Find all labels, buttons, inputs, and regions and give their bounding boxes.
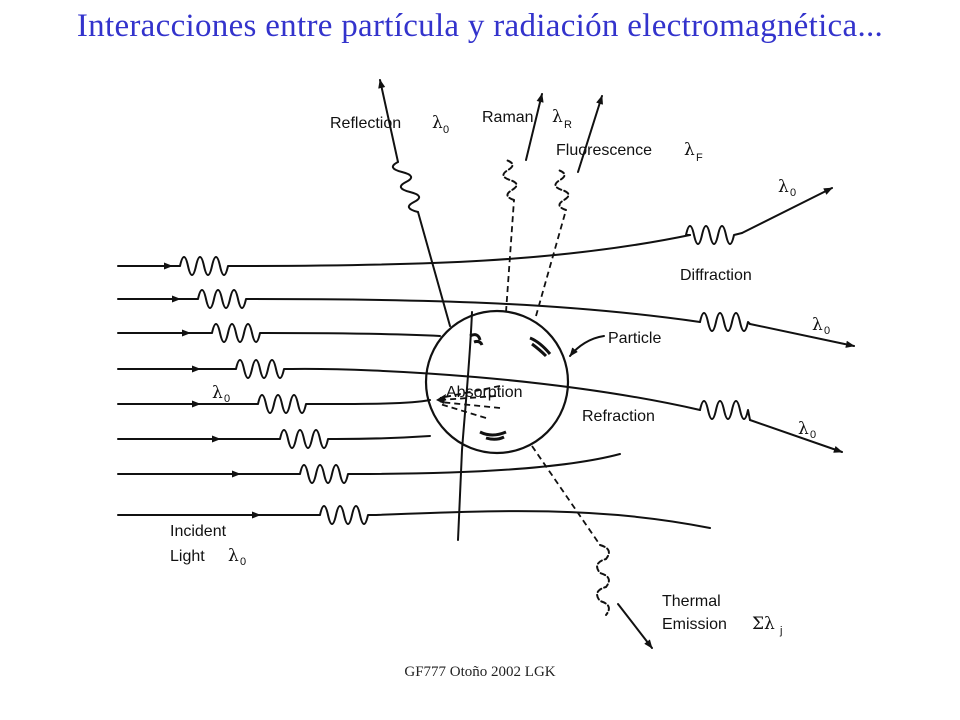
lambda-fluorescence-sub: F <box>696 152 703 164</box>
incident-rays <box>117 234 711 529</box>
lambda-incident: λ <box>228 546 239 566</box>
label-refraction: Refraction <box>582 408 655 425</box>
lambda-raman: λ <box>552 107 563 127</box>
slide-title: Interacciones entre partícula y radiació… <box>76 8 884 44</box>
label-raman: Raman <box>482 109 534 126</box>
fluorescence-ray <box>535 95 603 317</box>
raman-ray <box>502 93 544 313</box>
vertical-transmitted-ray <box>457 311 473 541</box>
label-diffraction: Diffraction <box>680 267 752 284</box>
lambda-diffraction-top: λ <box>778 177 789 197</box>
label-absorption: Absorption <box>446 384 523 401</box>
sum-lambda-thermal-sub: j <box>779 625 782 637</box>
sum-lambda-thermal: Σλ <box>752 614 775 634</box>
particle-shading <box>469 333 552 441</box>
lambda-incident-mid-sub: 0 <box>224 393 230 405</box>
lambda-refraction-sub: 0 <box>810 429 816 441</box>
lambda-fluorescence: λ <box>684 140 695 160</box>
label-incident: Incident <box>170 523 227 540</box>
label-fluorescence: Fluorescence <box>556 142 652 159</box>
lambda-diffraction-bottom: λ <box>812 315 823 335</box>
lambda-raman-sub: R <box>564 119 572 131</box>
lambda-reflection: λ <box>432 113 443 133</box>
label-thermal: Thermal <box>662 593 721 610</box>
lambda-diffraction-bottom-sub: 0 <box>824 325 830 337</box>
lambda-incident-sub: 0 <box>240 556 246 568</box>
slide-footer: GF777 Otoño 2002 LGK <box>404 664 556 680</box>
lambda-refraction: λ <box>798 419 809 439</box>
thermal-emission-ray <box>531 445 653 649</box>
absorption-arrows <box>436 385 501 419</box>
lambda-diffraction-top-sub: 0 <box>790 187 796 199</box>
lambda-incident-mid: λ <box>212 383 223 403</box>
particle-sphere <box>424 309 570 455</box>
particle-pointer <box>569 335 605 357</box>
scattered-rays <box>685 187 855 453</box>
label-reflection: Reflection <box>330 115 401 132</box>
label-particle: Particle <box>608 330 661 347</box>
label-emission: Emission <box>662 616 727 633</box>
reflection-ray <box>378 79 451 327</box>
label-light: Light <box>170 548 205 565</box>
lambda-reflection-sub: 0 <box>443 124 449 136</box>
